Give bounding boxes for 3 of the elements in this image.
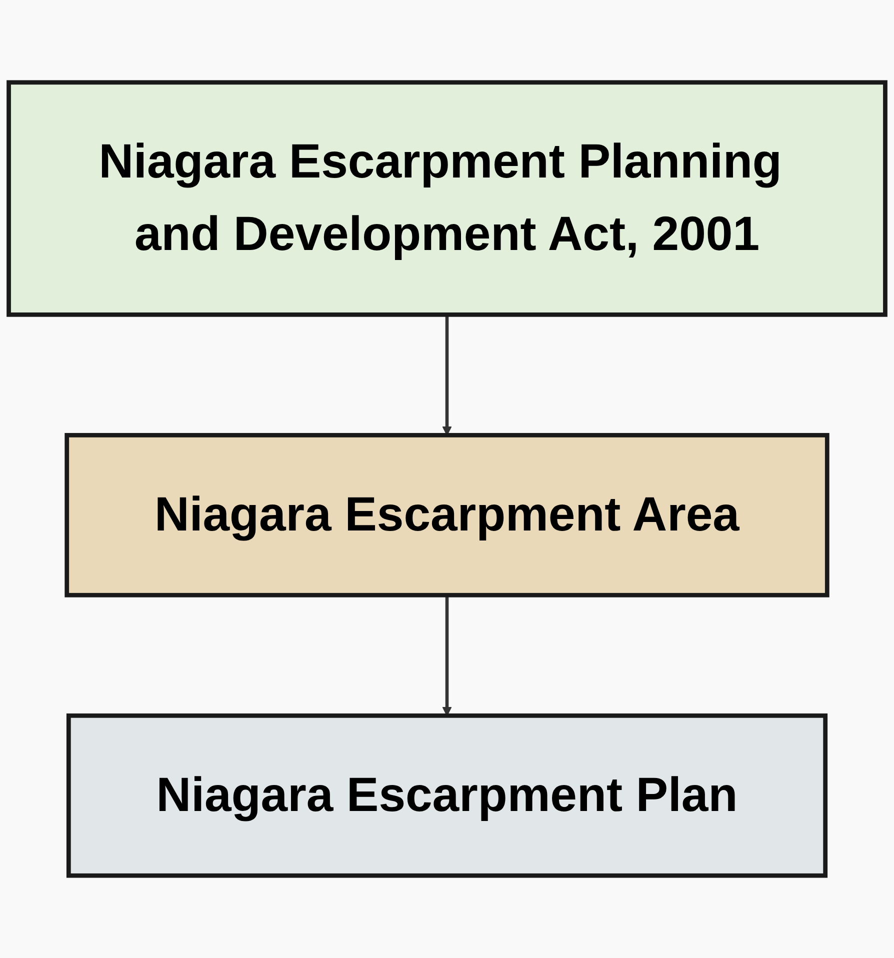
node-box: Niagara Escarpment Planning and Development Act, 2001	[6, 80, 888, 317]
node-box: Niagara Escarpment Area	[64, 432, 830, 598]
node-box: Niagara Escarpment Plan	[66, 713, 828, 878]
